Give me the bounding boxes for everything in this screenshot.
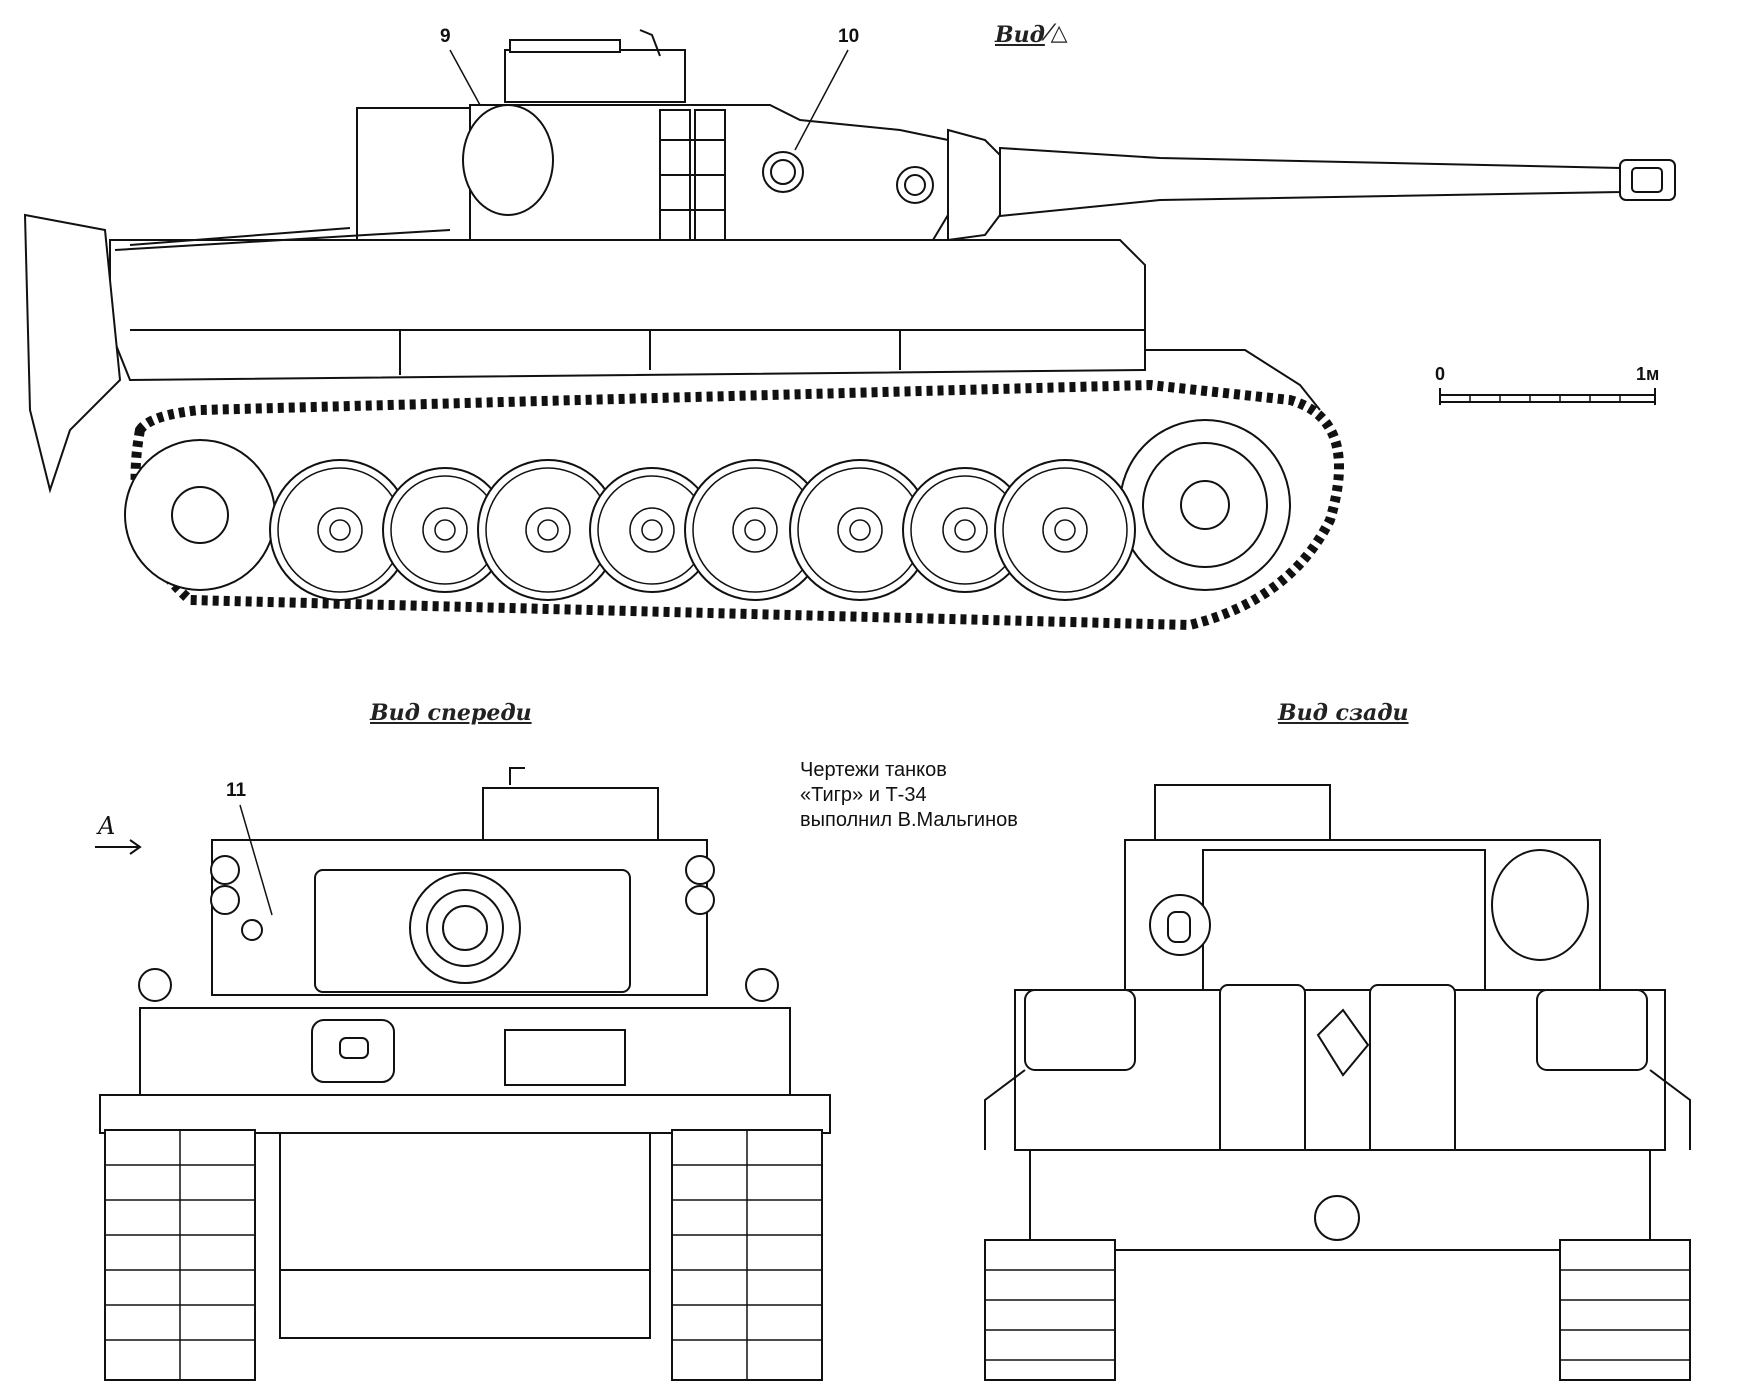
credit-line-1: Чертежи танков <box>800 759 947 781</box>
front-upper-hull <box>139 1007 791 1099</box>
scale-end-label: 1м <box>1636 364 1660 384</box>
gun-barrel <box>999 146 1621 218</box>
side-view-marker-icon: ⁄△ <box>1047 20 1068 46</box>
side-view <box>23 29 1676 631</box>
rear-left-track <box>984 1239 1116 1381</box>
front-left-track <box>104 1129 256 1381</box>
road-wheel <box>994 459 1136 601</box>
left-exhaust <box>1024 989 1136 1071</box>
drive-sprocket <box>1119 419 1291 591</box>
rear-view-caption: Вид сзади <box>1278 700 1409 726</box>
scale-bar <box>1439 388 1656 405</box>
pistol-port <box>462 104 554 216</box>
view-arrow-label: A <box>98 812 116 840</box>
front-fender <box>1145 349 1321 411</box>
front-view-caption: Вид спереди <box>370 700 532 726</box>
callout-10: 10 <box>838 26 860 47</box>
gun-mantlet <box>947 128 1001 242</box>
rear-view <box>984 784 1691 1381</box>
muzzle-brake <box>1619 159 1676 201</box>
drawing-credit: Чертежи танков «Тигр» и Т-34 выполнил В.… <box>800 758 1018 833</box>
front-right-track <box>671 1129 823 1381</box>
scale-start-label: 0 <box>1435 364 1446 384</box>
rear-right-track <box>1559 1239 1691 1381</box>
callout-11: 11 <box>226 780 247 801</box>
idler-wheel <box>124 439 276 591</box>
road-wheel <box>382 467 508 593</box>
callout-9: 9 <box>440 26 451 47</box>
road-wheel <box>269 459 411 601</box>
hull-superstructure <box>109 239 1146 382</box>
front-view <box>95 767 831 1381</box>
front-lower-hull <box>99 1094 831 1134</box>
right-exhaust <box>1536 989 1648 1071</box>
commander-cupola <box>504 49 686 103</box>
side-view-caption: Вид <box>995 22 1045 48</box>
vision-port <box>762 151 804 193</box>
rear-fender <box>23 213 122 494</box>
credit-line-2: «Тигр» и Т-34 <box>800 784 927 806</box>
stowage-bin <box>356 107 483 244</box>
road-wheels <box>269 459 1136 601</box>
credit-line-3: выполнил В.Мальгинов <box>800 809 1018 831</box>
